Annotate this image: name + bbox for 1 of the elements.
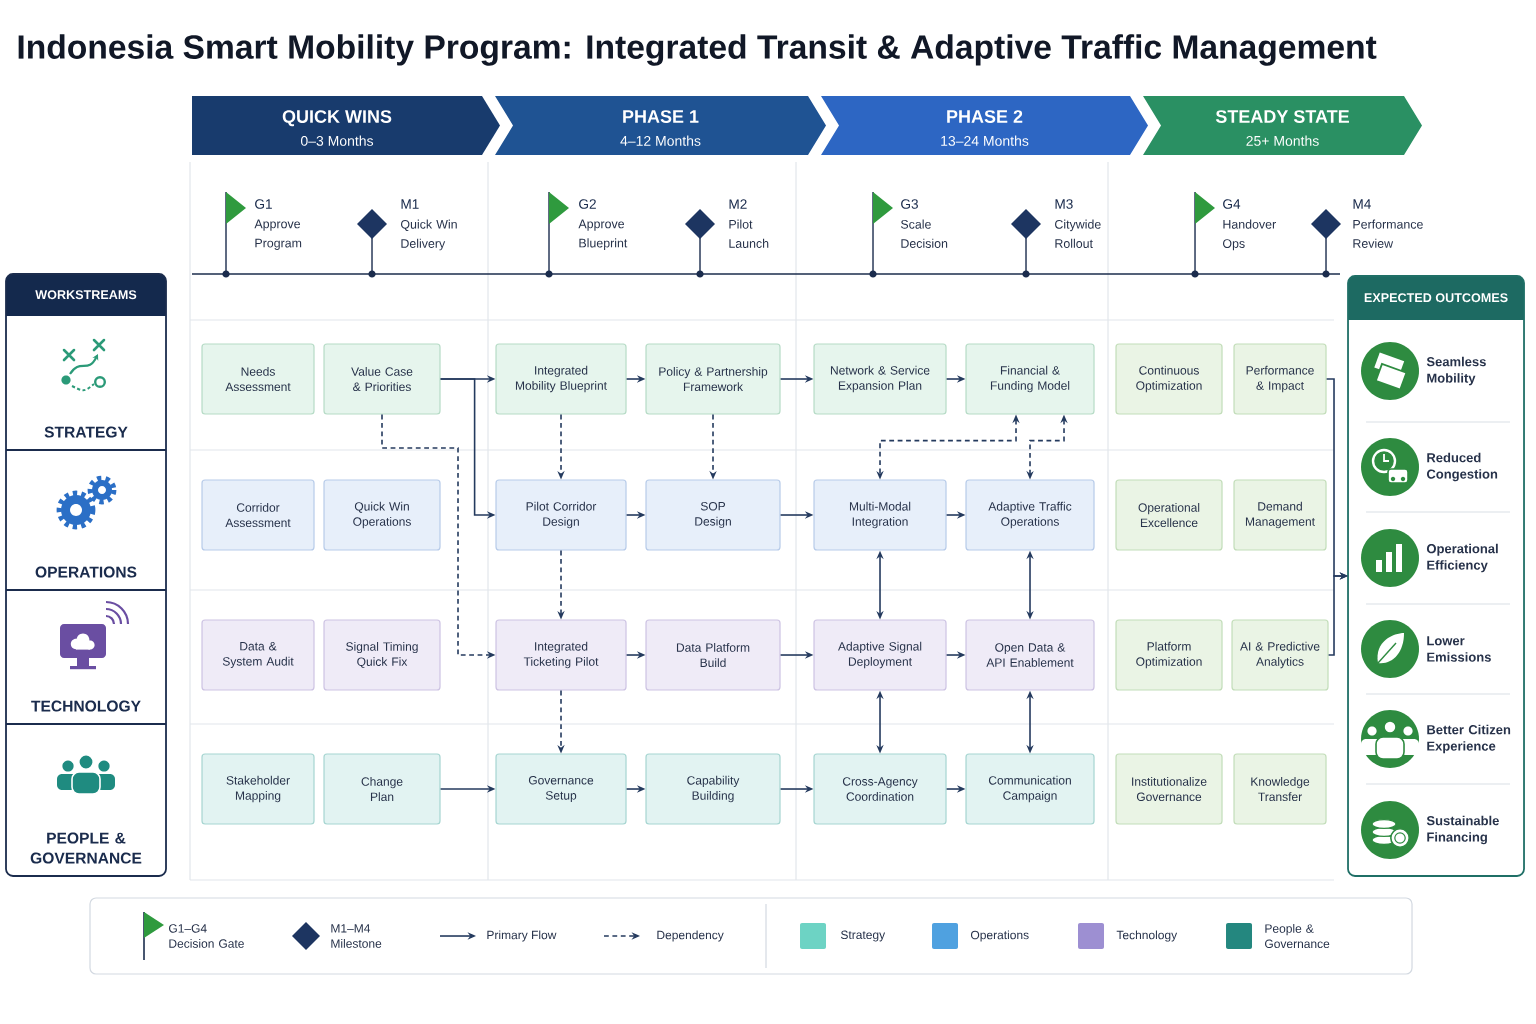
title: Indonesia Smart Mobility Program: Integrated Transit & Adaptive Traffic Management xyxy=(18,34,1377,66)
